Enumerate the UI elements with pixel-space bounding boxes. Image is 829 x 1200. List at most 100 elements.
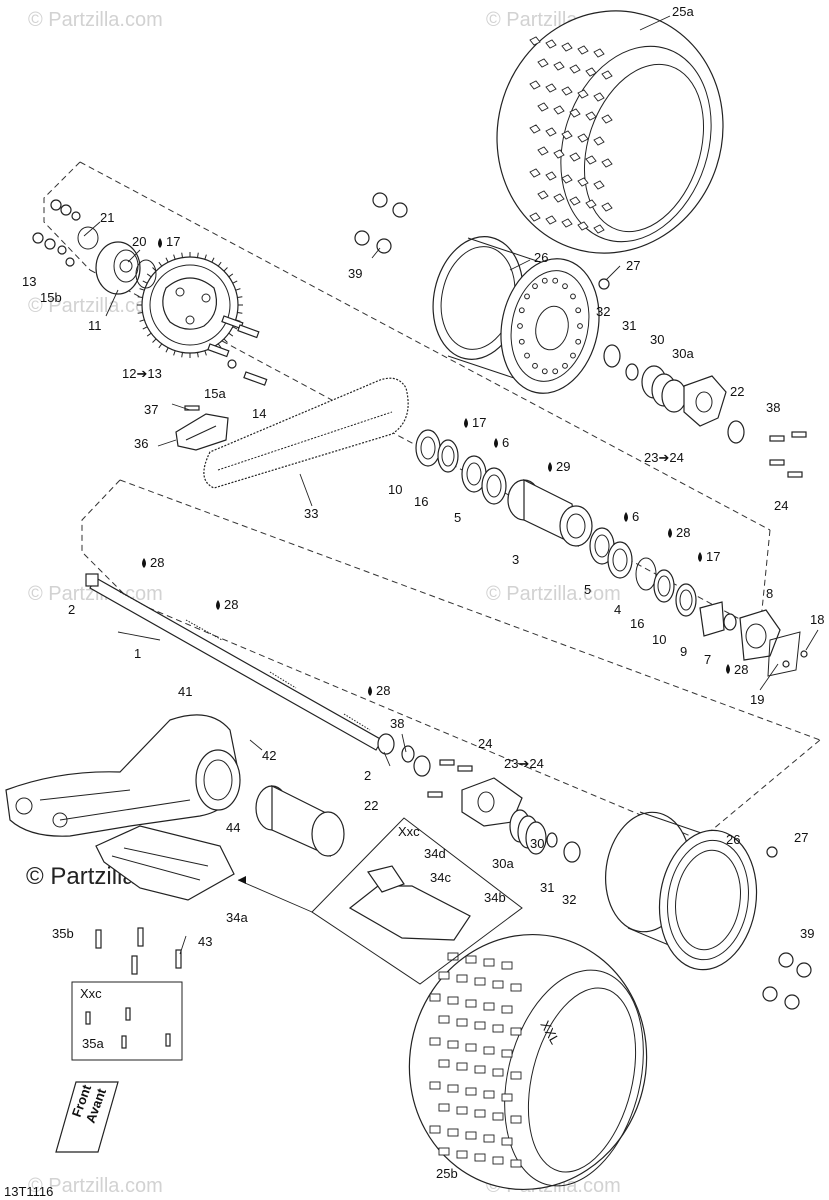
callout[interactable]: 10	[388, 482, 402, 497]
callout[interactable]: 6	[632, 509, 639, 524]
tread-block	[465, 955, 477, 964]
callout[interactable]: 23➔24	[504, 756, 544, 771]
callout[interactable]: 15b	[40, 290, 62, 305]
skid-plate-bolts	[71, 927, 183, 1061]
callout[interactable]: 9	[680, 644, 687, 659]
tread-block	[569, 196, 581, 206]
callout[interactable]: 33	[304, 506, 318, 521]
sprocket-tooth	[228, 273, 234, 278]
callout[interactable]: 5	[584, 582, 591, 597]
callout[interactable]: 31	[622, 318, 636, 333]
callout[interactable]: 28	[224, 597, 238, 612]
callout[interactable]: 25a	[672, 4, 694, 19]
callout[interactable]: 34b	[484, 890, 506, 905]
tread-block	[492, 1024, 504, 1033]
callout[interactable]: 21	[100, 210, 114, 225]
callout[interactable]: 22	[364, 798, 378, 813]
callout[interactable]: 36	[134, 436, 148, 451]
callout[interactable]: 12➔13	[122, 366, 162, 381]
lower-dashed-outline	[699, 739, 821, 841]
callout[interactable]: 16	[630, 616, 644, 631]
callout[interactable]: 32	[596, 304, 610, 319]
sprocket-tooth	[197, 352, 199, 358]
tread-block	[569, 64, 581, 74]
callout[interactable]: 38	[766, 400, 780, 415]
callout[interactable]: 2	[68, 602, 75, 617]
callout[interactable]: 38	[390, 716, 404, 731]
callout[interactable]: 26	[534, 250, 548, 265]
tread-block	[492, 980, 504, 989]
callout[interactable]: 13	[22, 274, 36, 289]
bearing-stack-upper	[415, 429, 507, 505]
callout[interactable]: 31	[540, 880, 554, 895]
callout[interactable]: 17	[472, 415, 486, 430]
callout[interactable]: 27	[794, 830, 808, 845]
callout[interactable]: 28	[150, 555, 164, 570]
front-direction-arrow[interactable]: Front Avant	[55, 1081, 119, 1153]
callout[interactable]: 3	[512, 552, 519, 567]
callout[interactable]: 15a	[204, 386, 226, 401]
callout[interactable]: 16	[414, 494, 428, 509]
callout[interactable]: 29	[556, 459, 570, 474]
callout[interactable]: 17	[706, 549, 720, 564]
swing-arm	[5, 714, 241, 837]
callout[interactable]: 34c	[430, 870, 451, 885]
callout[interactable]: 2	[364, 768, 371, 783]
callout[interactable]: 4	[614, 602, 621, 617]
callout[interactable]: 17	[166, 234, 180, 249]
callout[interactable]: 7	[704, 652, 711, 667]
callout[interactable]: 32	[562, 892, 576, 907]
callout[interactable]: 5	[454, 510, 461, 525]
callout[interactable]: 10	[652, 632, 666, 647]
callout[interactable]: 20	[132, 234, 146, 249]
callout[interactable]: 37	[144, 402, 158, 417]
callout[interactable]: 26	[726, 832, 740, 847]
callout[interactable]: 8	[766, 586, 773, 601]
kit-xxc-label: Xxc	[398, 824, 420, 839]
sprocket-tooth	[211, 257, 215, 263]
callout[interactable]: 30a	[672, 346, 694, 361]
callout[interactable]: 25b	[436, 1166, 458, 1181]
callout[interactable]: 30	[650, 332, 664, 347]
callout[interactable]: 42	[262, 748, 276, 763]
callout[interactable]: 6	[502, 435, 509, 450]
tread-block	[483, 1134, 495, 1143]
callout[interactable]: 18	[810, 612, 824, 627]
callout[interactable]: 39	[348, 266, 362, 281]
tread-block	[501, 1005, 513, 1014]
callout[interactable]: 41	[178, 684, 192, 699]
callout[interactable]: 35a	[82, 1036, 104, 1051]
sprocket-tooth	[137, 312, 143, 314]
callout[interactable]: 30a	[492, 856, 514, 871]
callout[interactable]: 44	[226, 820, 240, 835]
callout[interactable]: 30	[530, 836, 544, 851]
callout[interactable]: 22	[730, 384, 744, 399]
callout[interactable]: 43	[198, 934, 212, 949]
callout[interactable]: 28	[734, 662, 748, 677]
tread-block	[585, 155, 597, 165]
brake-hub-assembly	[699, 601, 808, 677]
rim-bolt-hole	[518, 338, 525, 345]
tread-block	[577, 133, 589, 143]
tread-block	[474, 1153, 486, 1162]
callout[interactable]: 28	[376, 683, 390, 698]
tread-block	[474, 977, 486, 986]
callout[interactable]: 24	[774, 498, 788, 513]
callout[interactable]: 11	[88, 318, 102, 333]
callout[interactable]: 14	[252, 406, 266, 421]
callout[interactable]: 35b	[52, 926, 74, 941]
callout[interactable]: 1	[134, 646, 141, 661]
callout[interactable]: 34d	[424, 846, 446, 861]
grease-drop-icon	[142, 558, 146, 568]
callout[interactable]: 39	[800, 926, 814, 941]
callout[interactable]: 19	[750, 692, 764, 707]
callout[interactable]: 34a	[226, 910, 248, 925]
callout[interactable]: 23➔24	[644, 450, 684, 465]
tread-block	[438, 1059, 450, 1068]
callout[interactable]: 28	[676, 525, 690, 540]
rim-bolt-hole	[517, 323, 523, 329]
callout[interactable]: 27	[626, 258, 640, 273]
rim-bolt-hole	[524, 352, 530, 359]
callout[interactable]: 24	[478, 736, 492, 751]
grease-drop-icon	[726, 664, 730, 674]
